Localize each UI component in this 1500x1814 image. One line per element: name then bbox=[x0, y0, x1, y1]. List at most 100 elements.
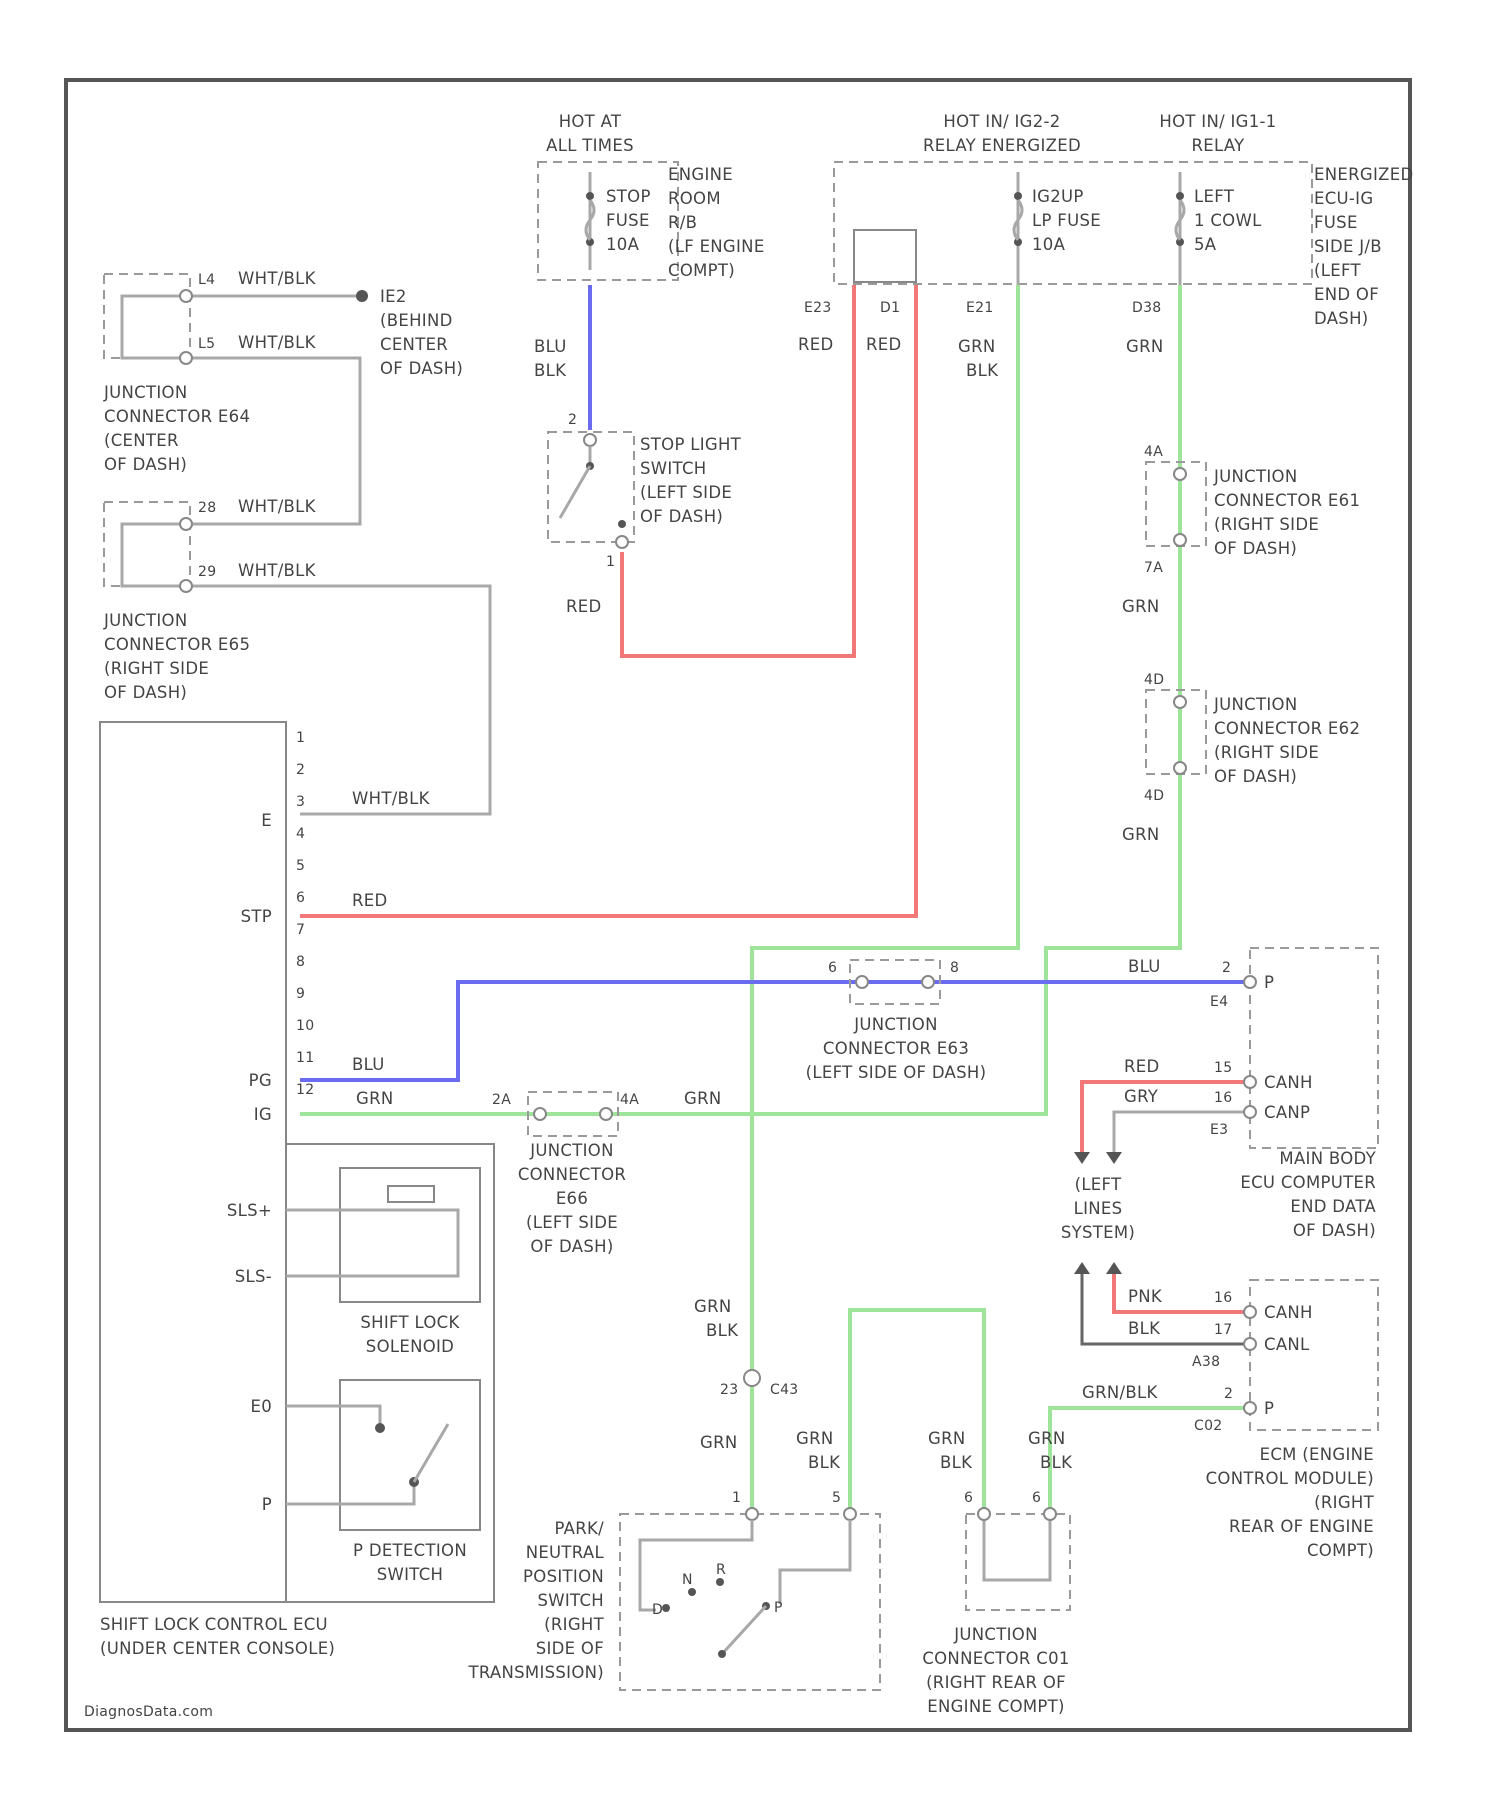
svg-text:E21: E21 bbox=[966, 300, 994, 316]
svg-text:FUSE: FUSE bbox=[606, 211, 650, 230]
c43-pin-23-label: 23 bbox=[720, 1382, 738, 1398]
svg-text:GRN: GRN bbox=[928, 1429, 966, 1448]
e66-pin-a bbox=[534, 1108, 546, 1120]
stop-switch-label: STOP LIGHT SWITCH (LEFT SIDE OF DASH) bbox=[640, 435, 742, 526]
svg-text:CENTER: CENTER bbox=[380, 335, 448, 354]
connector-c43 bbox=[744, 1370, 760, 1386]
svg-text:LP FUSE: LP FUSE bbox=[1032, 211, 1101, 230]
svg-text:SYSTEM): SYSTEM) bbox=[1061, 1223, 1135, 1242]
svg-text:D38: D38 bbox=[1132, 300, 1162, 316]
can-arrow-4 bbox=[1106, 1262, 1122, 1274]
svg-text:SWITCH: SWITCH bbox=[640, 459, 707, 478]
ecu-terminal-sls-minus: SLS- bbox=[235, 1267, 272, 1286]
wire-label-grn-blk-4: GRN BLK bbox=[796, 1429, 841, 1472]
svg-text:ENGINE COMPT): ENGINE COMPT) bbox=[927, 1697, 1065, 1716]
svg-text:GRN: GRN bbox=[1028, 1429, 1066, 1448]
svg-text:HOT AT: HOT AT bbox=[559, 112, 622, 131]
svg-text:OF DASH): OF DASH) bbox=[104, 455, 187, 474]
wire-label-grn-1: GRN bbox=[1126, 337, 1164, 356]
svg-text:ECU COMPUTER: ECU COMPUTER bbox=[1240, 1173, 1376, 1192]
svg-text:COMPT): COMPT) bbox=[668, 261, 735, 280]
e61-pin-bot-label: 7A bbox=[1144, 560, 1163, 576]
ecu-terminal-e0: E0 bbox=[250, 1397, 272, 1416]
ecu-pin-5: 5 bbox=[296, 858, 305, 874]
svg-text:(RIGHT: (RIGHT bbox=[544, 1615, 604, 1634]
wire-label-wht-blk-5: WHT/BLK bbox=[352, 789, 431, 808]
jc-c01-label: JUNCTION CONNECTOR C01 (RIGHT REAR OF EN… bbox=[922, 1625, 1069, 1716]
svg-text:SHIFT LOCK CONTROL ECU: SHIFT LOCK CONTROL ECU bbox=[100, 1615, 328, 1634]
wire-label-wht-blk-2: WHT/BLK bbox=[238, 333, 317, 352]
svg-text:P DETECTION: P DETECTION bbox=[353, 1541, 467, 1560]
wire-grn-blk-ig bbox=[752, 285, 1018, 1514]
wire-wht-blk-e65-ecu bbox=[186, 586, 490, 814]
mb-terminal-p: P bbox=[1264, 973, 1274, 992]
svg-text:(LEFT SIDE OF DASH): (LEFT SIDE OF DASH) bbox=[806, 1063, 987, 1082]
e63-pin-a-label: 6 bbox=[828, 960, 837, 976]
wire-label-red-4: RED bbox=[352, 891, 388, 910]
svg-text:(LEFT: (LEFT bbox=[1075, 1175, 1122, 1194]
svg-text:(LEFT SIDE: (LEFT SIDE bbox=[526, 1213, 618, 1232]
e62-pin-top-label: 4D bbox=[1144, 672, 1164, 688]
svg-text:CONNECTOR: CONNECTOR bbox=[518, 1165, 626, 1184]
svg-text:SWITCH: SWITCH bbox=[377, 1565, 444, 1584]
e65-internal-jumper bbox=[122, 524, 186, 586]
wire-grn-blk-pnp bbox=[850, 1310, 984, 1514]
pnp-pin-1 bbox=[746, 1508, 758, 1520]
pnp-internal-1 bbox=[640, 1520, 752, 1610]
e65-pin-a bbox=[180, 518, 192, 530]
svg-text:(RIGHT SIDE: (RIGHT SIDE bbox=[104, 659, 209, 678]
svg-text:OF DASH): OF DASH) bbox=[380, 359, 463, 378]
wire-label-grn-blk-5: GRN BLK bbox=[928, 1429, 973, 1472]
svg-text:SWITCH: SWITCH bbox=[538, 1591, 605, 1610]
pnp-pin-1-label: 1 bbox=[732, 1490, 741, 1506]
svg-text:HOT IN/ IG1-1: HOT IN/ IG1-1 bbox=[1159, 112, 1276, 131]
ecu-terminal-sls-plus: SLS+ bbox=[227, 1201, 272, 1220]
wire-label-gry: GRY bbox=[1124, 1087, 1159, 1106]
svg-text:GRN: GRN bbox=[958, 337, 996, 356]
svg-text:CONTROL MODULE): CONTROL MODULE) bbox=[1206, 1469, 1374, 1488]
p-switch-wiring-e0 bbox=[286, 1406, 380, 1426]
ecu-pin-12: 12 bbox=[296, 1082, 314, 1098]
ecm-pin-canh bbox=[1244, 1306, 1256, 1318]
e62-pin-top bbox=[1174, 696, 1186, 708]
engine-room-rb-label: ENGINE ROOM R/B (LF ENGINE COMPT) bbox=[668, 165, 765, 280]
wire-label-grn-blk-3: GRN BLK bbox=[694, 1297, 739, 1340]
mb-pin-2-label: 2 bbox=[1222, 960, 1231, 976]
e66-pin-b-label: 4A bbox=[620, 1092, 639, 1108]
svg-text:JUNCTION: JUNCTION bbox=[1213, 467, 1297, 486]
svg-text:MAIN BODY: MAIN BODY bbox=[1279, 1149, 1376, 1168]
jc-e66-label: JUNCTION CONNECTOR E66 (LEFT SIDE OF DAS… bbox=[518, 1141, 626, 1256]
wire-label-blu-2: BLU bbox=[1128, 957, 1161, 976]
svg-text:ENERGIZED: ENERGIZED bbox=[1314, 165, 1413, 184]
svg-text:OF DASH): OF DASH) bbox=[1214, 539, 1297, 558]
jc-e62-label: JUNCTION CONNECTOR E62 (RIGHT SIDE OF DA… bbox=[1213, 695, 1360, 786]
mb-terminal-canh: CANH bbox=[1264, 1073, 1313, 1092]
svg-text:(RIGHT: (RIGHT bbox=[1314, 1493, 1374, 1512]
svg-text:GRN: GRN bbox=[694, 1297, 732, 1316]
svg-text:OF DASH): OF DASH) bbox=[104, 683, 187, 702]
relay-pin-labels: E23 D1 E21 D38 bbox=[804, 300, 1162, 316]
svg-text:(CENTER: (CENTER bbox=[104, 431, 179, 450]
ecm-pin-c02-label: C02 bbox=[1194, 1418, 1223, 1434]
svg-text:TRANSMISSION): TRANSMISSION) bbox=[467, 1663, 604, 1682]
e61-pin-bot bbox=[1174, 534, 1186, 546]
pnp-internal-5 bbox=[780, 1520, 850, 1604]
mb-pin-canh bbox=[1244, 1076, 1256, 1088]
svg-text:HOT IN/ IG2-2: HOT IN/ IG2-2 bbox=[943, 112, 1060, 131]
svg-text:END DATA: END DATA bbox=[1290, 1197, 1376, 1216]
stop-pin-1-label: 1 bbox=[606, 554, 615, 570]
jc-e61-label: JUNCTION CONNECTOR E61 (RIGHT SIDE OF DA… bbox=[1213, 467, 1360, 558]
svg-text:(LEFT SIDE: (LEFT SIDE bbox=[640, 483, 732, 502]
svg-text:(RIGHT SIDE: (RIGHT SIDE bbox=[1214, 743, 1319, 762]
svg-text:ALL TIMES: ALL TIMES bbox=[546, 136, 634, 155]
svg-text:CONNECTOR E64: CONNECTOR E64 bbox=[104, 407, 250, 426]
relay-coil-jumper bbox=[854, 230, 916, 282]
svg-text:(RIGHT REAR OF: (RIGHT REAR OF bbox=[926, 1673, 1066, 1692]
svg-text:(LEFT: (LEFT bbox=[1314, 261, 1361, 280]
e63-pin-b bbox=[922, 976, 934, 988]
watermark: DiagnosData.com bbox=[84, 1704, 213, 1720]
svg-text:RELAY ENERGIZED: RELAY ENERGIZED bbox=[923, 136, 1081, 155]
mb-pin-16-label: 16 bbox=[1214, 1090, 1232, 1106]
svg-text:OF DASH): OF DASH) bbox=[640, 507, 723, 526]
svg-text:JUNCTION: JUNCTION bbox=[853, 1015, 937, 1034]
